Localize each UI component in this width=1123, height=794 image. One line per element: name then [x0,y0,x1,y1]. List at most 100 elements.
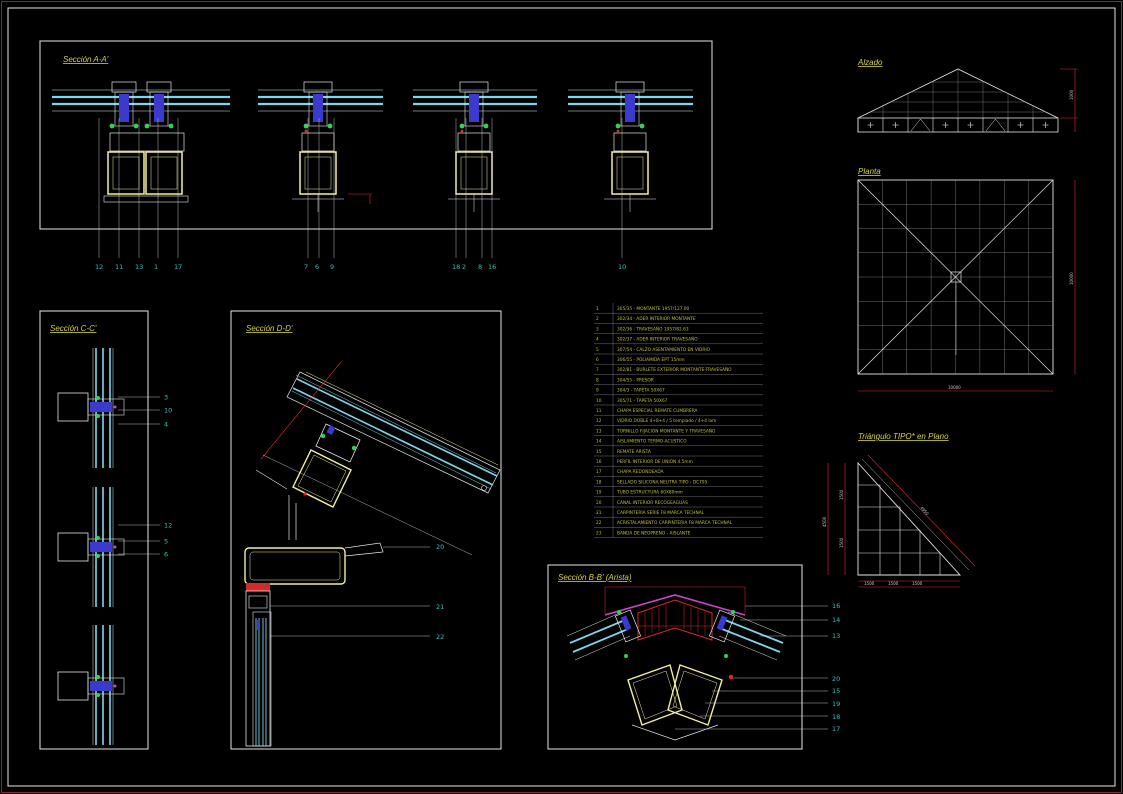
aa-callout-number: 8 [478,263,482,271]
aa-tube-inner [304,156,332,190]
legend-item-number: 4 [596,337,599,343]
legend-item-number: 12 [596,418,602,424]
legend-item-text: 304/3 - TAPETA 50X67 [617,388,665,394]
legend-item-number: 11 [596,408,602,414]
triangulo-dim-seg-4: 1500 [839,489,844,500]
legend-item-number: 5 [596,347,599,353]
aa-screw [304,129,308,133]
cc-seal [96,414,100,418]
legend-item-text: CHAPA REDONDEADA [617,469,664,475]
aa-seal [327,123,333,129]
aa-gasket [119,94,129,122]
legend-item-number: 22 [596,520,602,526]
triangulo-outline [857,461,962,576]
legend-item-number: 20 [596,500,602,506]
legend-item-number: 9 [596,388,599,394]
aa-callout-number: 16 [488,263,496,271]
dd-window-frame [245,583,430,747]
aa-mullion-double [103,81,189,203]
legend-item-number: 3 [596,326,599,332]
bb-right-glazing [718,611,787,661]
cc-callout-number: 6 [164,551,168,559]
alzado-dim-height: 1000 [1069,89,1074,100]
aa-screw [616,129,620,133]
legend-item-number: 2 [596,316,599,322]
triangulo-title: Triángulo TIPO* en Plano [858,432,949,441]
aa-base [103,195,189,203]
alzado-triangle-mark [985,118,1006,132]
aa-bracket [457,132,491,152]
cc-screw [113,405,117,409]
legend-item-text: SELLADO SILICONA NEUTRA TIPO - DC795 [617,479,708,485]
panel-aa-frame [39,40,713,230]
legend-item-text: 307/54 - CALZO ASENTAMIENTO EN VIDRIO [617,347,711,353]
aa-cap [146,81,172,93]
planta-dim-h-text: 10000 [948,385,961,390]
aa-section-units [52,81,693,212]
aa-callout-number: 9 [330,263,334,271]
aa-seal [109,123,115,129]
cc-callout-number: 5 [164,538,168,546]
aa-bracket [613,132,647,152]
panel-seccion-bb: Sección B-B' (Arista) [547,564,840,750]
dd-callout-21: 21 [436,603,444,611]
aa-cap [303,81,333,93]
aa-callout-number: 17 [174,263,182,271]
legend-item-number: 18 [596,479,602,485]
aa-tube [145,151,183,195]
aa-bracket [109,132,185,152]
bb-callout-15: 15 [832,687,840,695]
legend-item-text: 302/37 - ADER INTERIOR TRAVESAÑO [617,336,698,343]
aa-profile [620,91,640,127]
cc-seal [96,536,100,540]
triangulo-hyp-dim [867,454,976,567]
panel-dd-title: Sección D-D' [246,324,293,333]
bb-callout-17: 17 [832,725,840,733]
legend-item-text: 302/36 - TRAVESAÑO 1957/82.63 [617,325,689,332]
legend-item-text: 305/71 - TAPETA 50X67 [617,398,668,404]
aa-seal [483,123,489,129]
legend-item-number: 19 [596,490,602,496]
aa-tube-inner [150,156,178,190]
aa-callout-number: 2 [462,263,466,271]
bb-right-profile [667,609,736,726]
bb-left-profile [614,609,683,726]
bb-callout-leaders [675,605,828,730]
cc-transom-box [57,392,89,422]
cc-seal [96,554,100,558]
dd-gutter-channel [244,542,430,585]
alzado-title: Alzado [857,58,883,67]
legend-item-text: 306/55 - POLIAMIDA EPT 15mm [617,357,685,363]
legend-item-text: 304/55 - PRESOR [617,377,654,383]
aa-mullion [604,81,656,212]
legend-item-text: ACRISTALAMIENTO CARPINTERIA F8 MARCA TEC… [617,520,733,526]
bb-callout-13: 13 [832,632,840,640]
cc-callout-number: 10 [164,407,172,415]
panel-seccion-dd: Sección D-D' [230,310,502,750]
aa-seal [459,123,465,129]
aa-mullion [448,81,500,212]
aa-profile [308,91,328,127]
aa-callout-number: 6 [315,263,319,271]
aa-callout-number: 10 [618,263,626,271]
aa-bracket [301,132,335,152]
aa-seal [303,123,309,129]
planta-dim-v-text: 10000 [1069,272,1074,285]
aa-cap [615,81,645,93]
legend-item-text: 302/81 - BURLETE EXTERIOR MONTANTE-TRAVE… [617,366,732,373]
bb-ridge-cap [604,594,746,616]
alzado-roof-grid [870,69,1046,118]
cc-callout-number: 3 [164,394,168,402]
legend-item-text: TUBO ESTRUCTURA 60X80mm [616,490,683,496]
triangulo-dim-hyp: 4950 [919,505,930,516]
aa-tube [107,151,145,195]
aa-seal [615,123,621,129]
triangulo-dim-seg-1: 1500 [864,581,875,586]
legend-item-number: 7 [596,367,599,373]
bb-insulation [637,599,713,641]
legend-item-text: PERFIL INTERIOR DE UNION 4.5mm [617,459,693,465]
triangulo-grid [858,484,941,575]
